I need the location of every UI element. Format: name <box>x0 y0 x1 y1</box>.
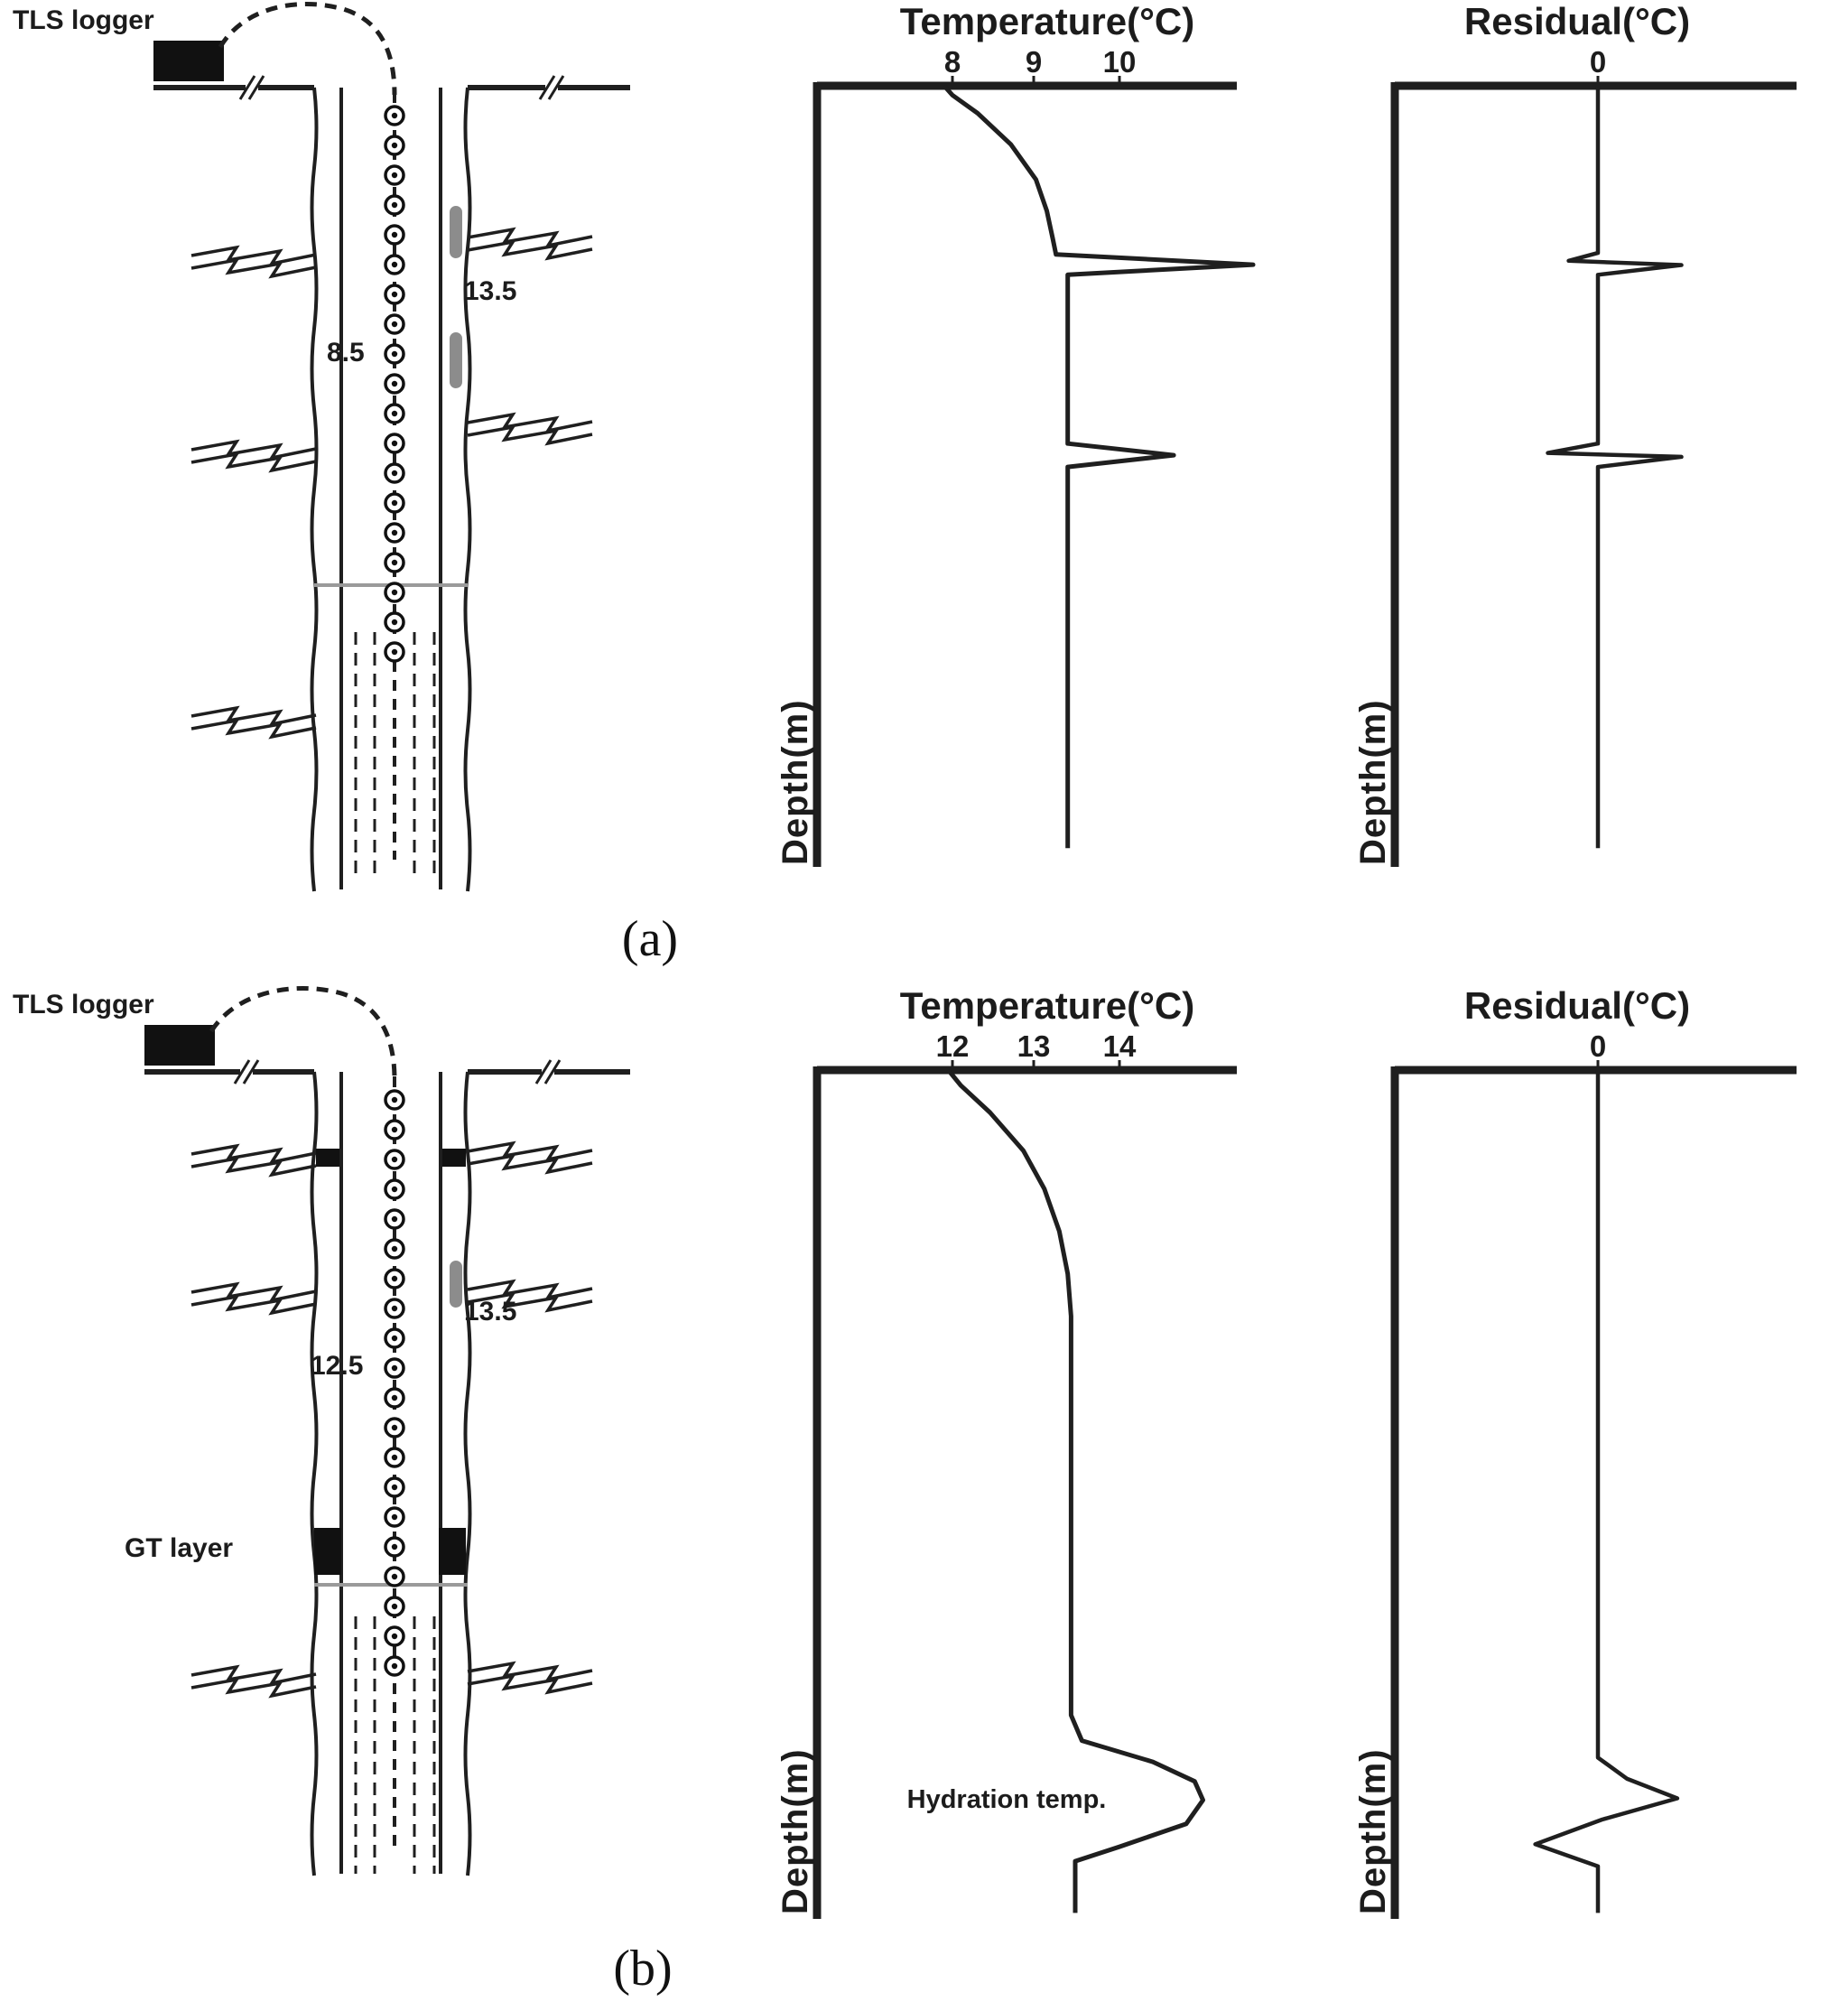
residual-chart-b: Residual(°C) 0 Depth(m) <box>1353 984 1797 1919</box>
borehole-wall-left <box>310 87 319 892</box>
logger-cable-dashed <box>218 2 397 96</box>
tls-logger-label-a: TLS logger <box>13 5 154 35</box>
gt-layer-block <box>439 1528 466 1575</box>
tls-logger-box-icon <box>153 41 224 81</box>
ground-break-icon <box>238 75 565 100</box>
residual-curve-a <box>1546 86 1684 849</box>
schematic-panel-b: TLS logger 12.5 13.5 <box>13 986 630 1876</box>
residual-title-b: Residual(°C) <box>1464 984 1690 1027</box>
right-value-label-a: 13.5 <box>464 276 516 306</box>
borehole-wall-right <box>463 87 472 892</box>
temperature-curve-b <box>946 1068 1205 1913</box>
caption-b: (b) <box>613 1941 673 1997</box>
borehole-wall-left <box>310 1071 319 1876</box>
annulus-seal-icon <box>442 1149 466 1167</box>
sensor-chain-beads-a <box>384 105 405 663</box>
inflow-mark-icon <box>450 1261 462 1308</box>
depth-axis-label: Depth(m) <box>775 1748 815 1914</box>
inflow-mark-icon <box>450 332 462 388</box>
residual-chart-a: Residual(°C) 0 Depth(m) <box>1353 0 1797 867</box>
ground-break-icon <box>233 1059 562 1085</box>
residual-title-a: Residual(°C) <box>1464 0 1690 42</box>
tick-0: 0 <box>1590 1029 1606 1063</box>
inflow-mark-icon <box>450 206 462 258</box>
tick-10: 10 <box>1103 45 1137 79</box>
tick-12: 12 <box>936 1029 970 1063</box>
hydration-temp-annotation: Hydration temp. <box>907 1785 1107 1814</box>
temperature-title-b: Temperature(°C) <box>900 984 1194 1027</box>
depth-axis-label: Depth(m) <box>1353 699 1393 865</box>
tick-14: 14 <box>1103 1029 1137 1063</box>
tls-logger-label-b: TLS logger <box>13 990 154 1019</box>
tick-13: 13 <box>1017 1029 1051 1063</box>
temperature-ticks-a: 8 9 10 <box>944 45 1137 87</box>
logger-cable-dashed <box>209 986 397 1080</box>
annulus-seal-icon <box>316 1149 339 1167</box>
borehole-wall-right <box>463 1071 472 1876</box>
depth-axis-label: Depth(m) <box>775 699 815 865</box>
temperature-chart-a: Temperature(°C) 8 9 10 Depth(m) <box>775 0 1256 867</box>
temperature-title-a: Temperature(°C) <box>900 0 1194 42</box>
temperature-ticks-b: 12 13 14 <box>936 1029 1137 1071</box>
tick-0: 0 <box>1590 45 1606 79</box>
tick-9: 9 <box>1026 45 1042 79</box>
gt-layer-label: GT layer <box>125 1533 233 1563</box>
gt-layer-block <box>314 1528 341 1575</box>
residual-curve-b <box>1533 1070 1680 1913</box>
depth-axis-label: Depth(m) <box>1353 1748 1393 1914</box>
tls-logger-box-icon <box>144 1025 215 1066</box>
temperature-curve-a <box>942 84 1256 849</box>
caption-a: (a) <box>621 911 679 967</box>
right-value-label-b: 13.5 <box>464 1297 516 1327</box>
tick-8: 8 <box>944 45 961 79</box>
left-value-label-a: 8.5 <box>327 338 365 368</box>
temperature-chart-b: Temperature(°C) 12 13 14 Depth(m) Hydrat… <box>775 984 1237 1919</box>
schematic-panel-a: TLS logger 8.5 13.5 <box>13 2 630 892</box>
screen-section-b <box>354 1616 436 1874</box>
sensor-chain-beads-b <box>384 1089 405 1677</box>
left-value-label-b: 12.5 <box>311 1351 363 1381</box>
